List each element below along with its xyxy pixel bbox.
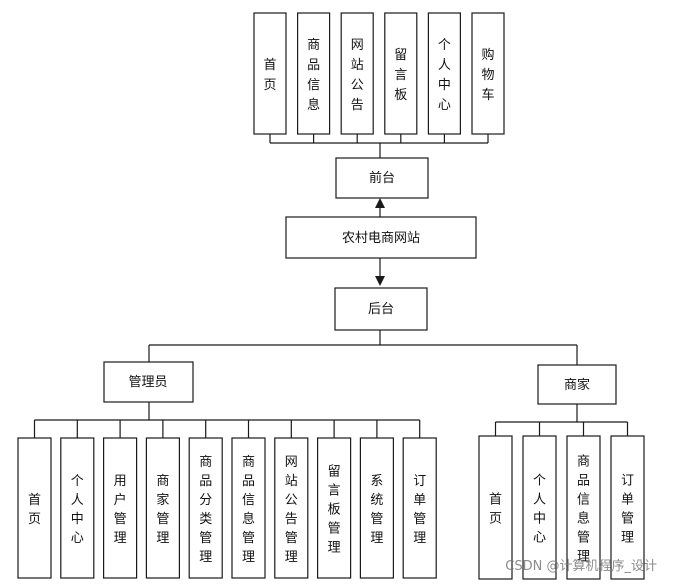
module-label: 商品信息	[307, 38, 320, 113]
root-node: 农村电商网站	[285, 216, 477, 259]
back-label: 后台	[368, 302, 394, 317]
module-label: 首页	[489, 492, 502, 526]
module-box: 留言板	[384, 12, 418, 143]
module-label: 网站公告管理	[285, 455, 298, 565]
module-box: 首页	[478, 422, 513, 580]
admin-node: 管理员	[103, 361, 194, 403]
watermark-text: CSDN @计算机程序_设计	[505, 559, 657, 574]
module-label: 个人中心	[71, 474, 84, 546]
module-label: 首页	[28, 493, 41, 527]
module-box: 网站公告	[340, 12, 374, 143]
module-label: 用户管理	[114, 474, 127, 546]
module-box: 商品信息管理	[566, 422, 601, 580]
module-box: 购物车	[471, 12, 505, 143]
module-label: 商家管理	[156, 474, 169, 546]
front-module-list: 首页 商品信息 网站公告 留言板 个人中心 购物车	[253, 12, 505, 144]
module-box: 订单管理	[402, 420, 437, 579]
module-label: 商品信息管理	[242, 455, 255, 565]
module-box: 首页	[253, 12, 287, 143]
module-label: 网站公告	[351, 38, 364, 113]
front-node: 前台	[335, 157, 429, 199]
connectors	[148, 143, 578, 422]
module-label: 购物车	[481, 47, 494, 103]
back-node: 后台	[334, 287, 428, 331]
module-box: 个人中心	[60, 420, 95, 579]
module-box: 商家管理	[145, 420, 180, 579]
module-label: 首页	[263, 58, 276, 93]
merchant-label: 商家	[564, 377, 590, 393]
module-box: 首页	[17, 420, 52, 579]
module-label: 商品分类管理	[199, 455, 212, 565]
module-box: 网站公告管理	[274, 420, 309, 579]
module-label: 系统管理	[370, 474, 383, 546]
module-label: 订单管理	[413, 474, 426, 546]
module-box: 系统管理	[359, 420, 394, 579]
module-box: 个人中心	[522, 422, 557, 580]
admin-module-list: 首页 个人中心 用户管理 商家管理 商品分类管理 商品信息管理 网站公告管理 留言板管理 系统管…	[17, 419, 437, 579]
front-label: 前台	[369, 170, 395, 186]
merchant-node: 商家	[537, 364, 617, 405]
module-box: 个人中心	[427, 12, 461, 143]
module-label: 留言板管理	[328, 464, 341, 555]
module-label: 商品信息管理	[577, 454, 590, 564]
module-label: 个人中心	[438, 38, 451, 113]
module-box: 用户管理	[102, 420, 138, 579]
root-label: 农村电商网站	[342, 231, 420, 246]
module-label: 留言板	[394, 48, 407, 103]
module-box: 商品分类管理	[188, 420, 223, 579]
merchant-module-list: 首页 个人中心 商品信息管理 订单管理	[478, 421, 645, 580]
module-label: 订单管理	[621, 473, 634, 545]
module-box: 订单管理	[610, 422, 645, 580]
module-box: 商品信息	[297, 12, 331, 143]
module-label: 个人中心	[533, 473, 546, 545]
module-box: 商品信息管理	[231, 420, 266, 579]
admin-label: 管理员	[128, 375, 167, 390]
module-box: 留言板管理	[317, 420, 352, 579]
